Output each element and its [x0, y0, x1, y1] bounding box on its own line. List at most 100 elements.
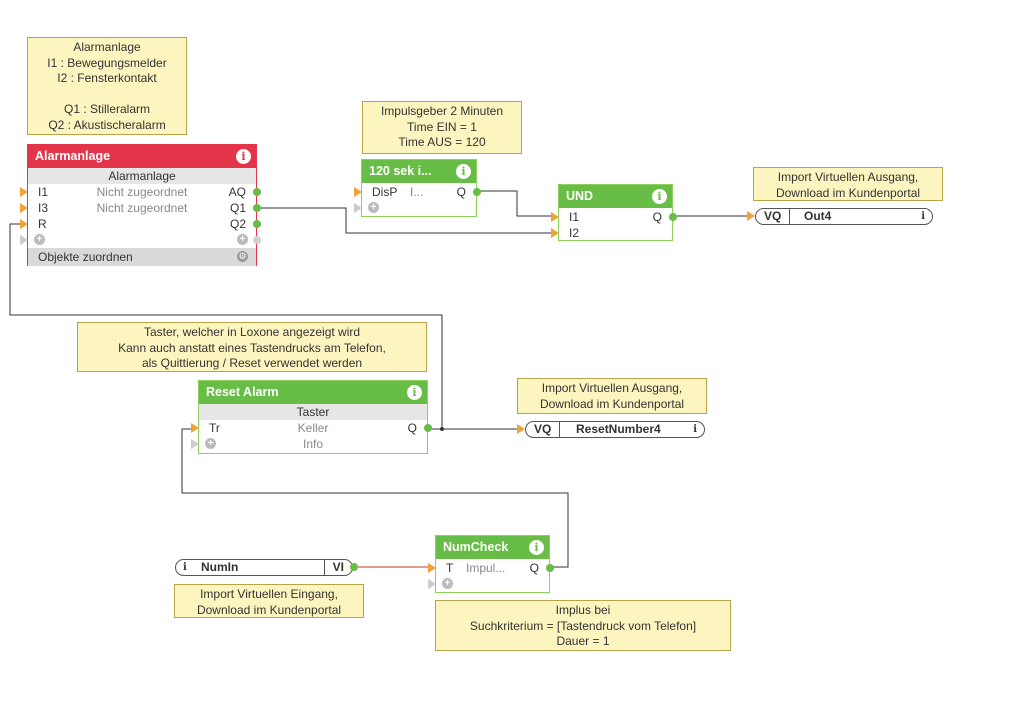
- port-assignment: I...: [410, 185, 424, 199]
- numcheck-row: T Impul... Q: [428, 560, 554, 576]
- note-taster: Taster, welcher in Loxone angezeigt wird…: [77, 322, 427, 372]
- output-dot-icon[interactable]: [546, 564, 554, 572]
- info-icon[interactable]: i: [407, 385, 422, 400]
- port-label: I1: [38, 185, 49, 199]
- assign-objects-bar[interactable]: Objekte zuordnen ⚙: [28, 248, 256, 266]
- port-label: I3: [38, 201, 49, 215]
- plus-icon[interactable]: +: [442, 578, 453, 589]
- port-assignment: Keller: [297, 421, 329, 435]
- output-dot-icon[interactable]: [253, 220, 261, 228]
- alarm-row-r: R Q2: [20, 216, 261, 232]
- port-assignment: Nicht zugeordnet: [96, 185, 188, 199]
- info-label: Info: [302, 437, 323, 451]
- virtual-output-name: ResetNumber4: [576, 422, 661, 436]
- pulse-block-title: 120 sek i...: [362, 160, 454, 183]
- input-arrow-icon[interactable]: [551, 228, 559, 238]
- port-label: R: [38, 217, 47, 231]
- input-arrow-icon[interactable]: [191, 423, 199, 433]
- input-arrow-icon[interactable]: [191, 439, 199, 449]
- numcheck-row-add: +: [428, 576, 549, 592]
- alarm-block-subtitle: Alarmanlage: [28, 168, 256, 184]
- alarm-block[interactable]: Alarmanlage i Alarmanlage I1 Nicht zugeo…: [20, 144, 261, 266]
- wire-pulse-und-i1: [476, 190, 552, 217]
- port-label: DisP: [372, 185, 398, 199]
- alarm-row-i3: I3 Nicht zugeordnet Q1: [20, 200, 261, 216]
- info-icon[interactable]: i: [693, 424, 697, 435]
- wire-q1-und-i2: [260, 207, 552, 234]
- plus-icon[interactable]: +: [237, 234, 248, 245]
- info-icon[interactable]: i: [456, 164, 471, 179]
- und-block[interactable]: UND i I1 Q I2: [551, 184, 677, 241]
- reset-block-title: Reset Alarm: [199, 381, 427, 404]
- input-arrow-icon[interactable]: [20, 235, 28, 245]
- port-label: Q1: [229, 201, 246, 215]
- numcheck-block-title: NumCheck: [436, 536, 549, 559]
- und-block-title: UND: [559, 185, 672, 208]
- reset-row-info: + Info: [191, 436, 427, 452]
- note-pulse: Impulsgeber 2 Minuten Time EIN = 1 Time …: [362, 101, 522, 154]
- input-arrow-icon[interactable]: [354, 187, 362, 197]
- virtual-input-numin[interactable]: i NumIn VI: [175, 559, 358, 576]
- plus-icon[interactable]: +: [34, 234, 45, 245]
- port-label: Tr: [209, 421, 220, 435]
- virtual-output-type: VQ: [756, 209, 791, 224]
- reset-row-tr: Tr Keller Q: [191, 420, 432, 436]
- gear-icon[interactable]: ⚙: [237, 251, 248, 262]
- und-row-i1: I1 Q: [551, 209, 677, 225]
- port-label: I2: [569, 226, 580, 240]
- output-dot-icon[interactable]: [253, 236, 261, 244]
- info-icon[interactable]: i: [529, 540, 544, 555]
- port-label: Q: [456, 185, 466, 199]
- alarm-row-i1: I1 Nicht zugeordnet AQ: [20, 184, 261, 200]
- input-arrow-icon[interactable]: [20, 219, 28, 229]
- note-import-in: Import Virtuellen Eingang, Download im K…: [174, 584, 364, 618]
- virtual-output-out4[interactable]: VQ Out4 i: [747, 208, 933, 225]
- port-label: Q: [407, 421, 417, 435]
- input-arrow-icon[interactable]: [20, 203, 28, 213]
- wire-reset-to-r: [9, 223, 443, 429]
- virtual-output-resetnumber4[interactable]: VQ ResetNumber4 i: [517, 421, 705, 438]
- reset-block[interactable]: Reset Alarm i Taster Tr Keller Q + Info: [191, 380, 432, 454]
- pulse-row-add: +: [354, 200, 476, 216]
- note-import-reset: Import Virtuellen Ausgang, Download im K…: [517, 378, 707, 414]
- pulse-block[interactable]: 120 sek i... i DisP I... Q +: [354, 159, 481, 217]
- info-icon[interactable]: i: [183, 562, 187, 573]
- virtual-input-name: NumIn: [201, 560, 239, 574]
- plus-icon[interactable]: +: [205, 438, 216, 449]
- virtual-input-type: VI: [323, 560, 352, 575]
- note-impulse: Implus bei Suchkriterium = [Tastendruck …: [435, 600, 731, 651]
- port-assignment: Impul...: [466, 561, 506, 575]
- und-row-i2: I2: [551, 225, 672, 241]
- input-arrow-icon[interactable]: [428, 579, 436, 589]
- plus-icon[interactable]: +: [368, 202, 379, 213]
- port-label: Q2: [229, 217, 246, 231]
- output-dot-icon[interactable]: [350, 563, 358, 571]
- info-icon[interactable]: i: [236, 149, 251, 164]
- reset-block-subtitle: Taster: [199, 404, 427, 420]
- info-icon[interactable]: i: [652, 189, 667, 204]
- note-alarm: Alarmanlage I1 : Bewegungsmelder I2 : Fe…: [27, 37, 187, 135]
- alarm-row-add: + +: [20, 232, 261, 248]
- input-arrow-icon[interactable]: [428, 563, 436, 573]
- port-label: Q: [529, 561, 539, 575]
- alarm-block-title: Alarmanlage: [28, 145, 256, 168]
- info-icon[interactable]: i: [921, 211, 925, 222]
- numcheck-block[interactable]: NumCheck i T Impul... Q +: [428, 535, 554, 593]
- virtual-output-name: Out4: [804, 209, 832, 223]
- input-arrow-icon[interactable]: [20, 187, 28, 197]
- port-assignment: Nicht zugeordnet: [96, 201, 188, 215]
- port-label: AQ: [228, 185, 246, 199]
- virtual-output-type: VQ: [526, 422, 561, 437]
- output-dot-icon[interactable]: [253, 204, 261, 212]
- assign-objects-label: Objekte zuordnen: [38, 250, 133, 264]
- input-arrow-icon: [517, 424, 525, 434]
- pulse-row: DisP I... Q: [354, 184, 481, 200]
- output-dot-icon[interactable]: [473, 188, 481, 196]
- input-arrow-icon[interactable]: [551, 212, 559, 222]
- output-dot-icon[interactable]: [253, 188, 261, 196]
- output-dot-icon[interactable]: [424, 424, 432, 432]
- output-dot-icon[interactable]: [669, 213, 677, 221]
- input-arrow-icon[interactable]: [354, 203, 362, 213]
- port-label: I1: [569, 210, 580, 224]
